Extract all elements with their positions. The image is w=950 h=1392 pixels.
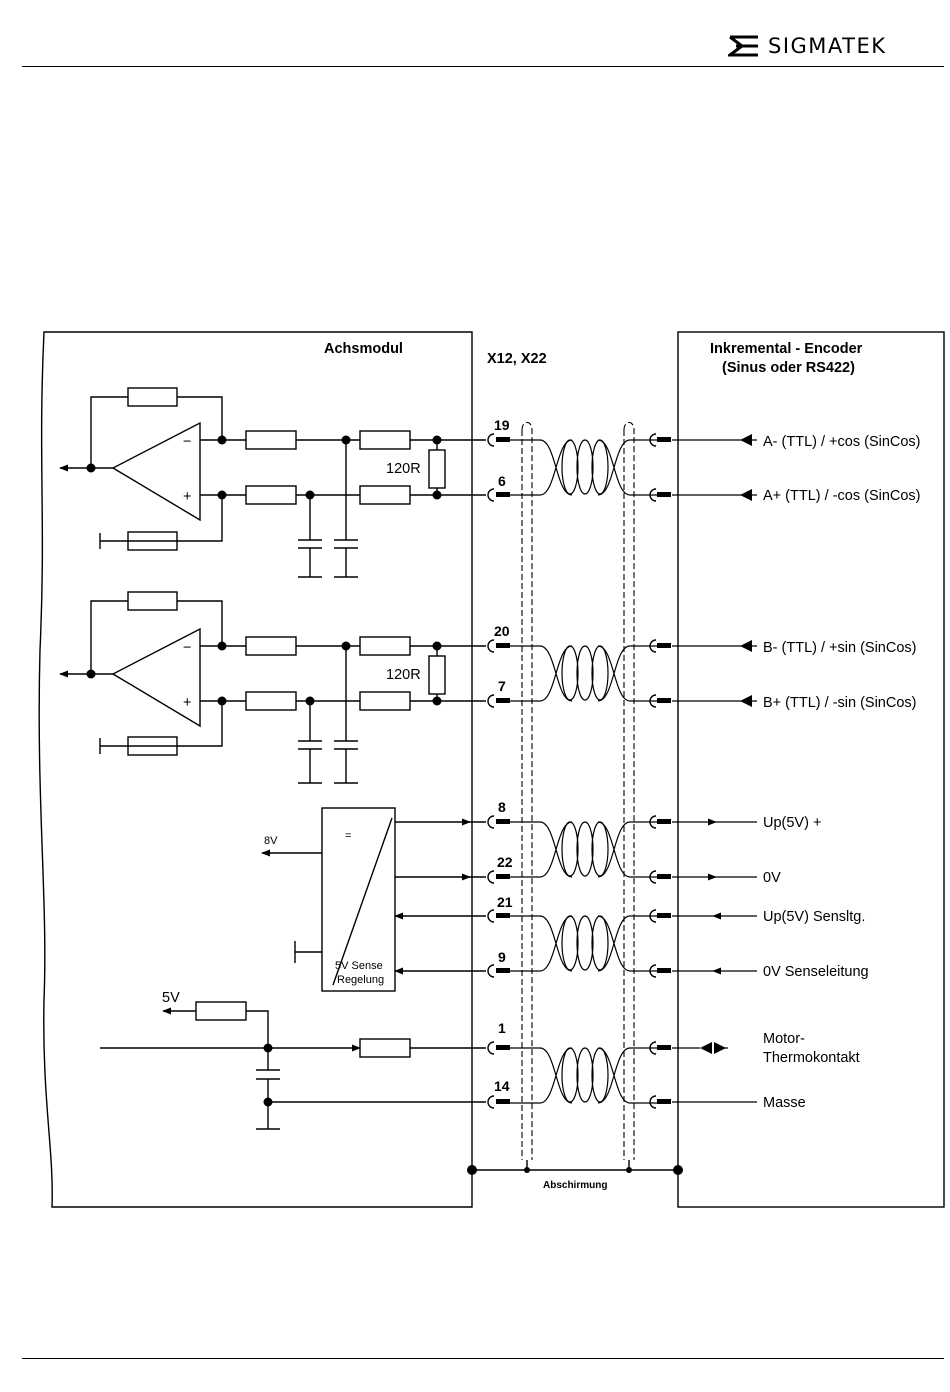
achsmodul-block [38,331,473,1208]
signal-b-minus: B- (TTL) / +sin (SinCos) [763,640,916,656]
connector-label: X12, X22 [487,351,547,367]
cable-shield [521,421,635,1160]
regulator-label-2: Regelung [337,974,384,986]
pin-1: 1 [498,1020,506,1036]
resistor-120r-a: 120R [386,461,421,477]
encoder-title-1: Inkremental - Encoder [710,341,863,357]
channel-a-circuit [59,387,486,578]
connector-pins-left [487,433,495,1109]
pin-6: 6 [498,473,506,489]
opamp-a-minus: − [183,434,191,450]
encoder-title-2: (Sinus oder RS422) [722,360,855,376]
thermo-circuit [100,1001,486,1130]
shield-label: Abschirmung [543,1180,607,1191]
header-rule [22,66,944,67]
regulator-label-1: 5V Sense [335,960,383,972]
input-arrows [700,434,752,1054]
signal-motor: Motor- [763,1031,805,1047]
sigmatek-logo: SIGMATEK [728,33,887,59]
opamp-b-plus: + [183,695,191,711]
pin-21: 21 [497,894,513,910]
voltage-8v: 8V [264,835,278,847]
regulator-eq: = [345,830,351,842]
junction-dots [86,435,683,1175]
connector-pins-right [649,433,657,1109]
signal-a-plus: A+ (TTL) / -cos (SinCos) [763,488,921,504]
footer-rule [22,1358,944,1359]
pin-8: 8 [498,799,506,815]
signal-0v: 0V [763,870,781,886]
signal-a-minus: A- (TTL) / +cos (SinCos) [763,434,921,450]
resistor-120r-b: 120R [386,667,421,683]
signal-0v-sense: 0V Senseleitung [763,964,869,980]
pin-9: 9 [498,949,506,965]
pin-22: 22 [497,854,513,870]
signal-up5v-sense: Up(5V) Sensltg. [763,909,865,925]
signal-thermokontakt: Thermokontakt [763,1050,860,1066]
pin-20: 20 [494,623,510,639]
pin-7: 7 [498,678,506,694]
logo-text: SIGMATEK [768,34,887,58]
encoder-block [677,331,945,1208]
opamp-a-plus: + [183,489,191,505]
twisted-pair [510,439,657,496]
signal-b-plus: B+ (TTL) / -sin (SinCos) [763,695,916,711]
voltage-5v: 5V [162,990,180,1006]
achsmodul-title: Achsmodul [324,341,403,357]
pin-19: 19 [494,417,510,433]
opamp-b-minus: − [183,640,191,656]
signal-up5v: Up(5V) + [763,815,821,831]
pin-bars [496,437,671,1104]
signal-masse: Masse [763,1095,806,1111]
pin-14: 14 [494,1078,510,1094]
channel-b-circuit [59,591,486,784]
sense-regulator [261,807,486,992]
sigmatek-logo-icon [728,35,758,57]
